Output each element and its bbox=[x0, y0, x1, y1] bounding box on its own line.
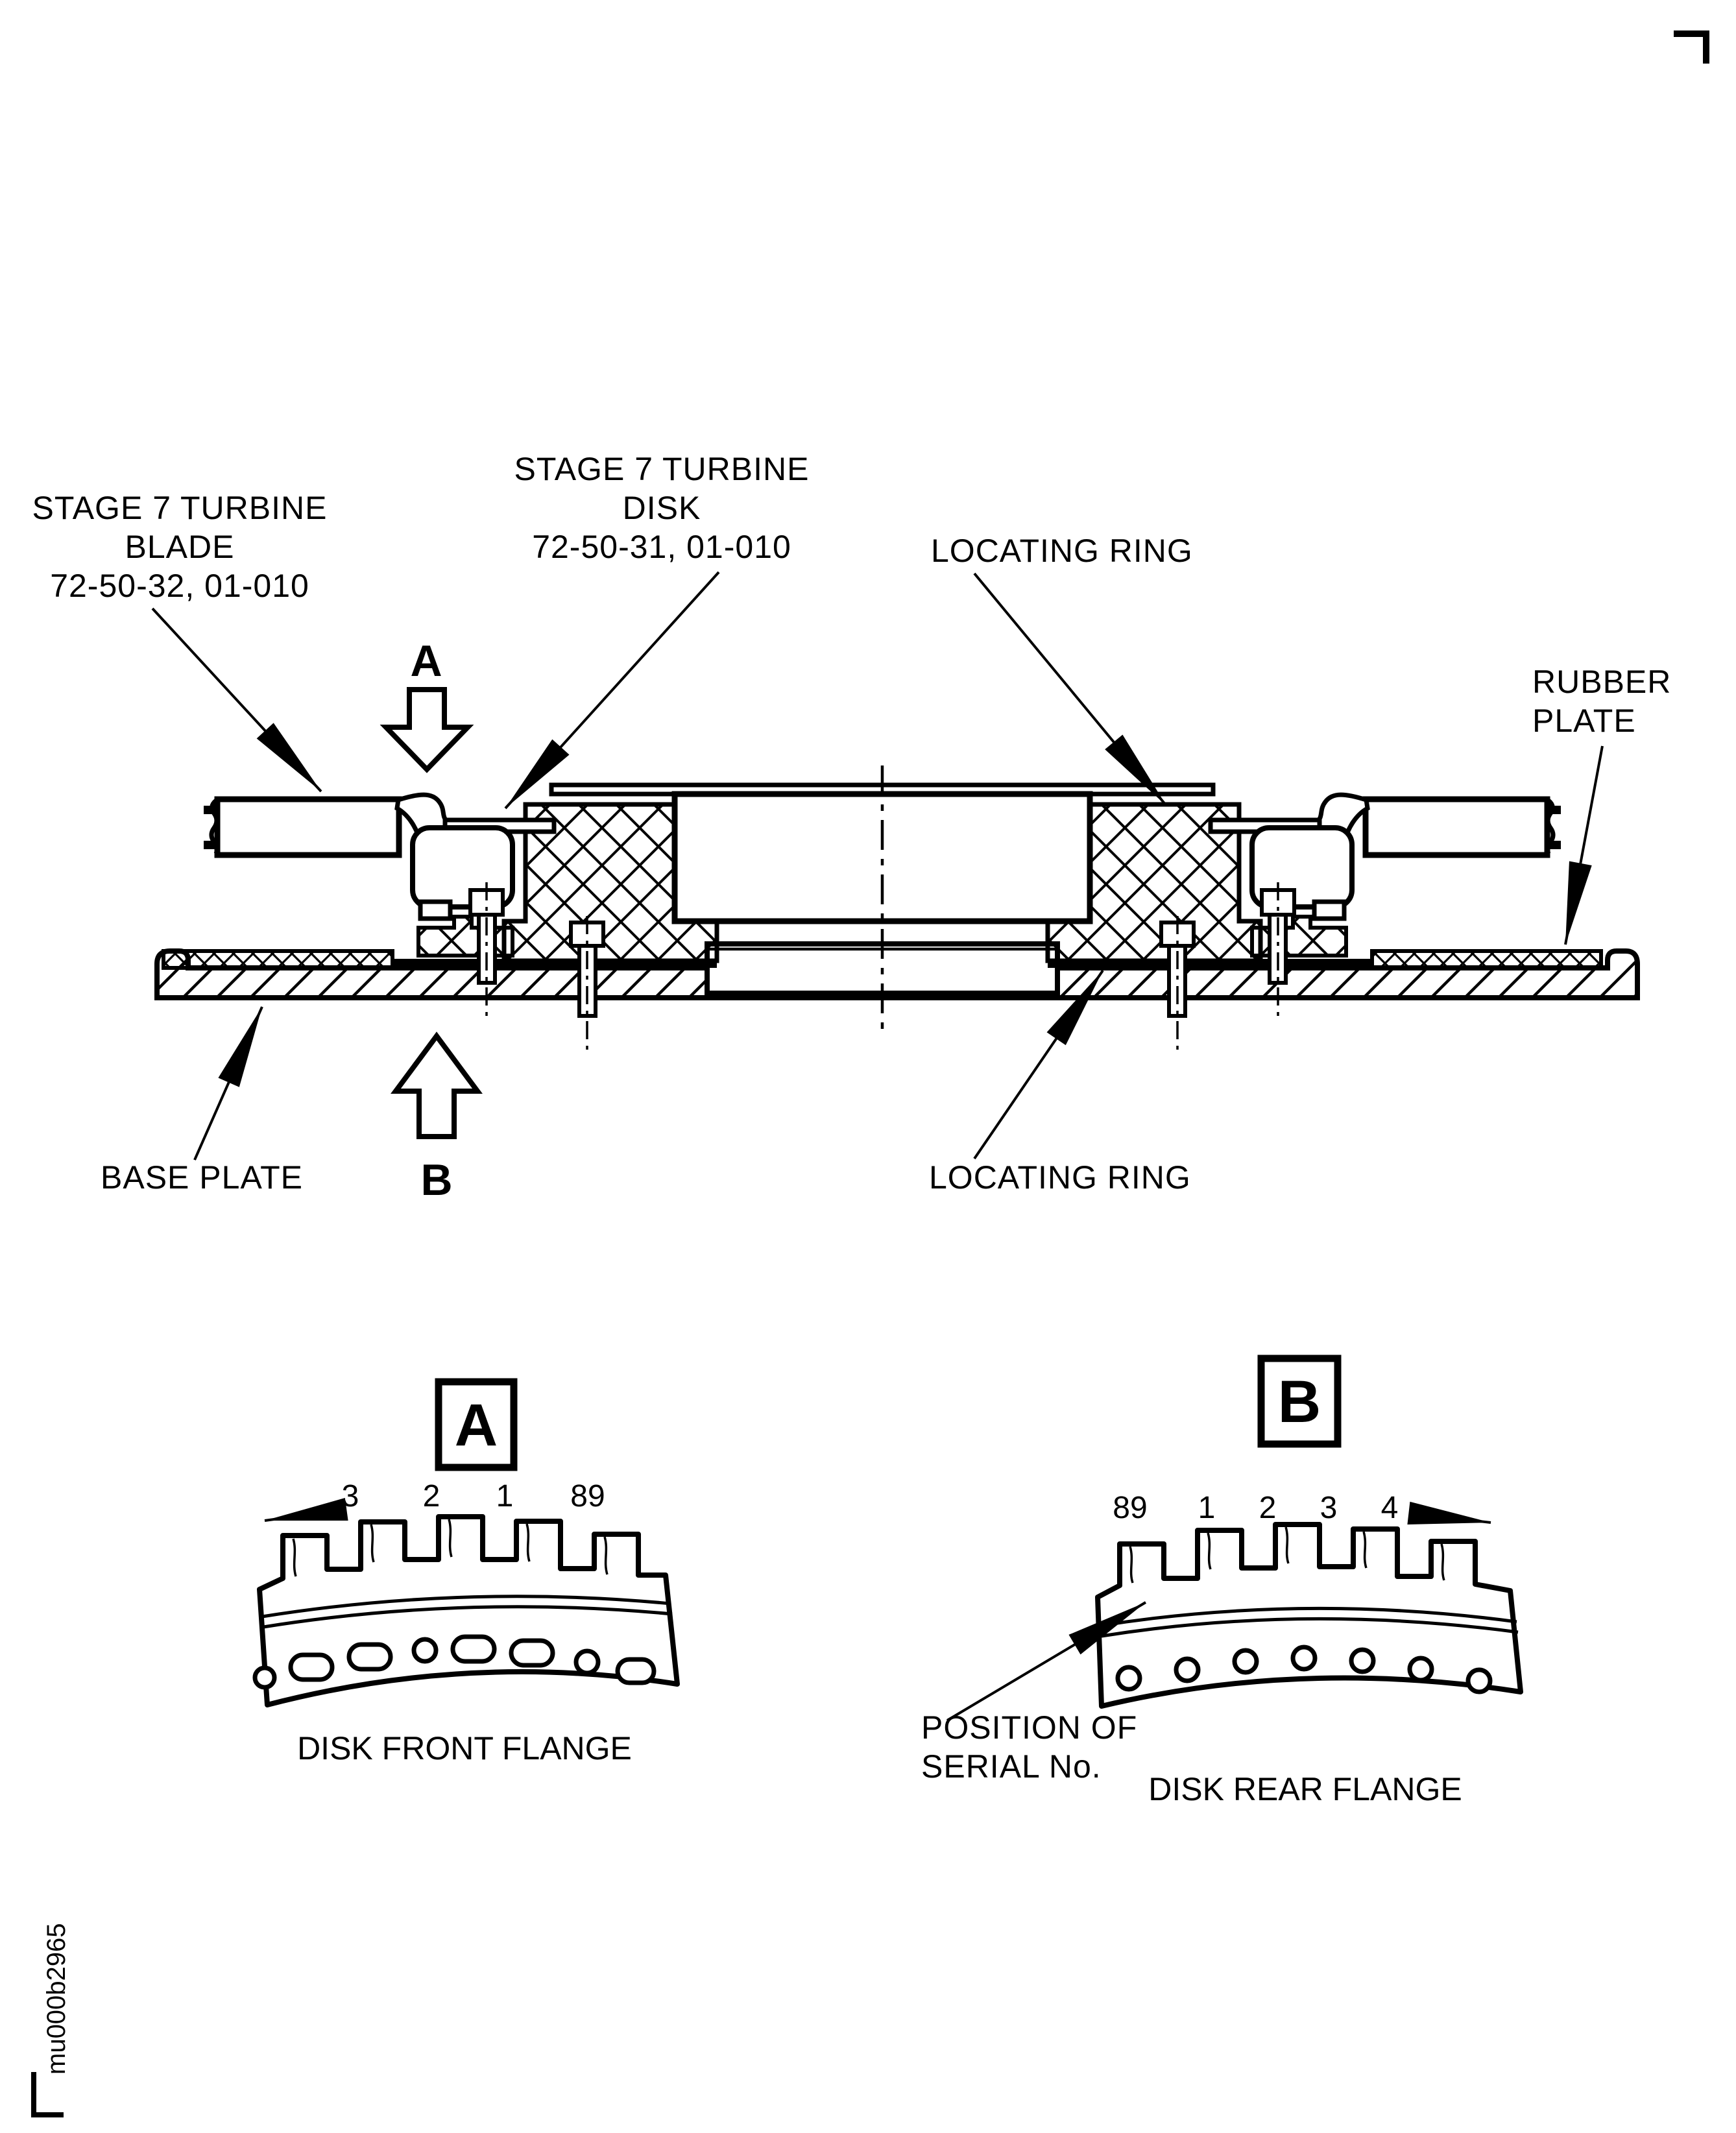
blade-label-line3: 72-50-32, 01-010 bbox=[50, 568, 309, 604]
serial-no-label-line2: SERIAL No. bbox=[921, 1748, 1102, 1785]
right-side-assembly bbox=[1048, 795, 1601, 1054]
disk-label-line2: DISK bbox=[623, 490, 701, 526]
detail-b-caption: DISK REAR FLANGE bbox=[1148, 1771, 1462, 1807]
blade-leader-line bbox=[151, 607, 322, 793]
locating-ring-top-label: LOCATING RING bbox=[931, 533, 1193, 569]
detail-view-a: A 3 2 1 89 DISK FRONT FLANGE bbox=[252, 1378, 680, 1766]
figure-code-block: mu000b2965 bbox=[31, 1923, 71, 2117]
hole-oblong bbox=[450, 1634, 497, 1664]
blade-airfoil bbox=[214, 796, 402, 858]
serial-no-label-line1: POSITION OF bbox=[921, 1709, 1137, 1746]
retaining-bolt-outer bbox=[468, 882, 505, 1017]
detail-a-marker-box bbox=[435, 1378, 518, 1471]
callout-base-plate: BASE PLATE bbox=[101, 1006, 303, 1196]
hole-round bbox=[1349, 1647, 1376, 1674]
callout-stage7-turbine-disk: STAGE 7 TURBINE DISK 72-50-31, 01-010 bbox=[504, 451, 810, 810]
callout-stage7-turbine-blade: STAGE 7 TURBINE BLADE 72-50-32, 01-010 bbox=[32, 490, 328, 793]
callout-rubber-plate: RUBBER PLATE bbox=[1532, 664, 1671, 945]
disk-label-line3: 72-50-31, 01-010 bbox=[532, 529, 791, 565]
view-a-letter: A bbox=[410, 636, 442, 686]
retaining-bolt-inner bbox=[569, 916, 605, 1054]
detail-b-band-arc-1 bbox=[1100, 1606, 1517, 1628]
serial-no-leader bbox=[946, 1601, 1147, 1722]
detail-a-slot-number-2: 2 bbox=[423, 1479, 440, 1513]
detail-b-band-arc-2 bbox=[1101, 1617, 1519, 1638]
callout-locating-ring-bottom: LOCATING RING bbox=[929, 969, 1191, 1196]
blade-root-foot bbox=[418, 899, 453, 921]
blade-label-line1: STAGE 7 TURBINE bbox=[32, 490, 328, 526]
detail-a-slot-number-4: 89 bbox=[570, 1479, 605, 1513]
locating-ring-bottom-label: LOCATING RING bbox=[929, 1159, 1191, 1196]
hole-oblong bbox=[288, 1652, 335, 1682]
hole-round bbox=[1465, 1667, 1493, 1694]
detail-a-bolt-holes bbox=[252, 1634, 657, 1690]
hole-round bbox=[1407, 1656, 1434, 1683]
locating-ring-top-leader bbox=[973, 572, 1168, 807]
hole-oblong bbox=[615, 1657, 657, 1685]
base-plate-leader bbox=[193, 1006, 263, 1161]
hole-round bbox=[1115, 1665, 1142, 1692]
detail-b-marker-box bbox=[1257, 1355, 1342, 1448]
disk-leader-line bbox=[504, 571, 720, 810]
detail-a-slot-number-1: 3 bbox=[342, 1479, 359, 1513]
detail-a-direction-arrow bbox=[264, 1498, 348, 1522]
hole-oblong bbox=[346, 1642, 393, 1672]
detail-a-caption: DISK FRONT FLANGE bbox=[297, 1730, 632, 1766]
callout-locating-ring-top: LOCATING RING bbox=[931, 533, 1193, 807]
left-side-assembly bbox=[162, 792, 719, 1054]
hole-round bbox=[1290, 1645, 1318, 1672]
view-a-arrow bbox=[380, 687, 474, 773]
callout-position-of-serial-no: POSITION OF SERIAL No. bbox=[921, 1601, 1147, 1785]
detail-b-marker-letter: B bbox=[1278, 1369, 1321, 1435]
rubber-plate-label-line1: RUBBER bbox=[1532, 664, 1671, 700]
corner-mark-top-right bbox=[1674, 30, 1709, 64]
blade-label-line2: BLADE bbox=[125, 529, 235, 565]
blade-tip-edge bbox=[209, 799, 219, 855]
detail-b-bolt-holes bbox=[1115, 1645, 1493, 1694]
detail-b-direction-arrow bbox=[1407, 1501, 1491, 1525]
hole-round bbox=[411, 1637, 439, 1664]
hole-round bbox=[252, 1665, 277, 1690]
detail-a-band-arc-2 bbox=[263, 1605, 673, 1629]
base-plate-label: BASE PLATE bbox=[101, 1159, 303, 1196]
detail-view-b: B 89 1 2 3 4 POSITION OF SERIAL No. DISK… bbox=[921, 1355, 1523, 1807]
root-pedestal bbox=[416, 915, 514, 958]
hole-round bbox=[1232, 1648, 1259, 1675]
detail-b-tooth-detail-lines bbox=[1129, 1526, 1445, 1584]
detail-b-slot-number-5: 4 bbox=[1381, 1491, 1399, 1525]
bolt-shank bbox=[477, 913, 497, 985]
hole-round bbox=[1174, 1656, 1201, 1683]
hole-oblong bbox=[509, 1638, 555, 1668]
detail-b-slot-number-1: 89 bbox=[1113, 1491, 1147, 1525]
detail-a-slot-number-3: 1 bbox=[496, 1479, 514, 1513]
rubber-plate-label-line2: PLATE bbox=[1532, 703, 1636, 739]
disk-label-line1: STAGE 7 TURBINE bbox=[514, 451, 810, 487]
detail-a-tooth-detail-lines bbox=[292, 1519, 609, 1577]
detail-b-slot-number-2: 1 bbox=[1198, 1491, 1216, 1525]
hole-round bbox=[573, 1648, 601, 1676]
figure-code-text: mu000b2965 bbox=[42, 1923, 71, 2075]
detail-a-band-arc-1 bbox=[261, 1595, 671, 1619]
view-b-letter: B bbox=[420, 1155, 452, 1205]
detail-b-slot-number-3: 2 bbox=[1259, 1491, 1277, 1525]
view-b-arrow bbox=[391, 1031, 483, 1139]
corner-mark-bottom-left bbox=[31, 2072, 64, 2117]
detail-b-slot-number-4: 3 bbox=[1320, 1491, 1338, 1525]
locating-ring-bottom-leader bbox=[973, 969, 1104, 1160]
detail-a-marker-letter: A bbox=[455, 1392, 498, 1458]
rubber-plate-leader bbox=[1564, 745, 1604, 945]
rubber-plate-section bbox=[162, 949, 394, 970]
